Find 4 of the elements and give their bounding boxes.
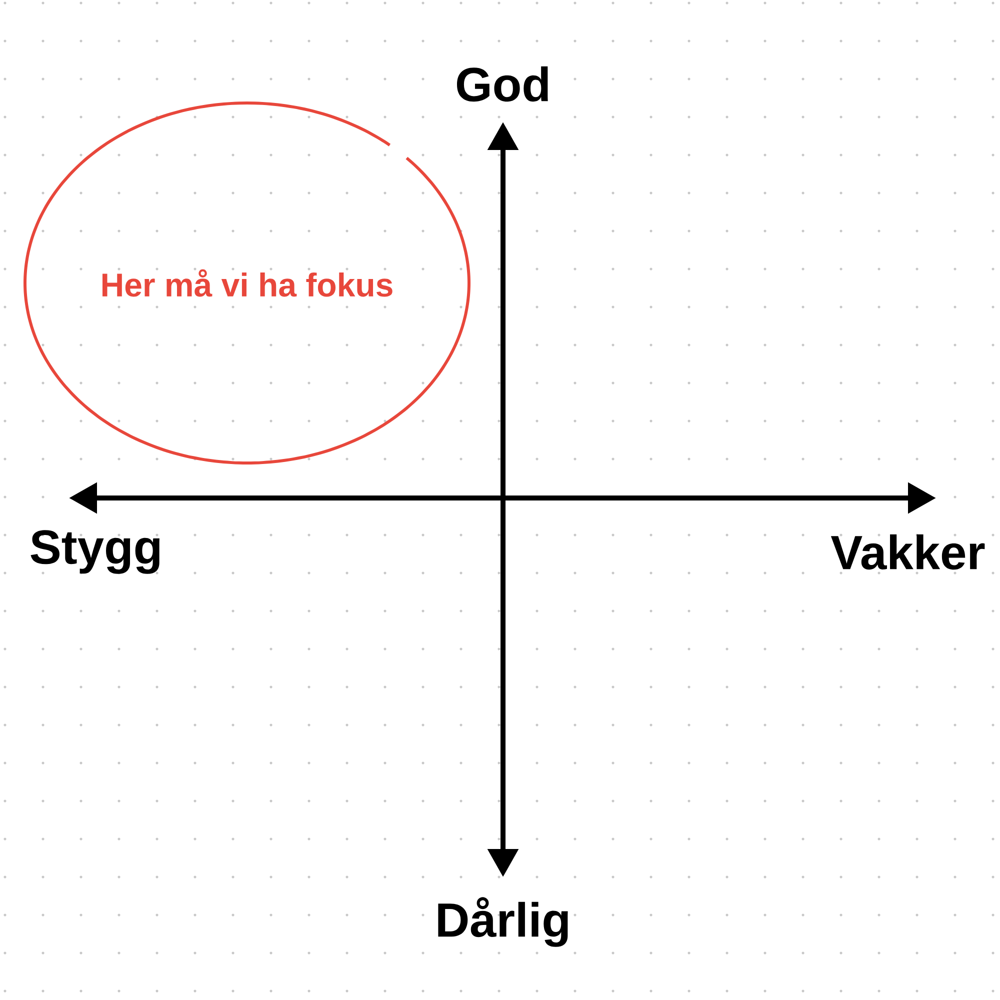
axis-label: Vakker	[830, 534, 985, 570]
axis-label: Stygg	[30, 530, 160, 574]
axis-label: Dårlig	[438, 897, 568, 947]
axis-label: God	[457, 66, 548, 102]
